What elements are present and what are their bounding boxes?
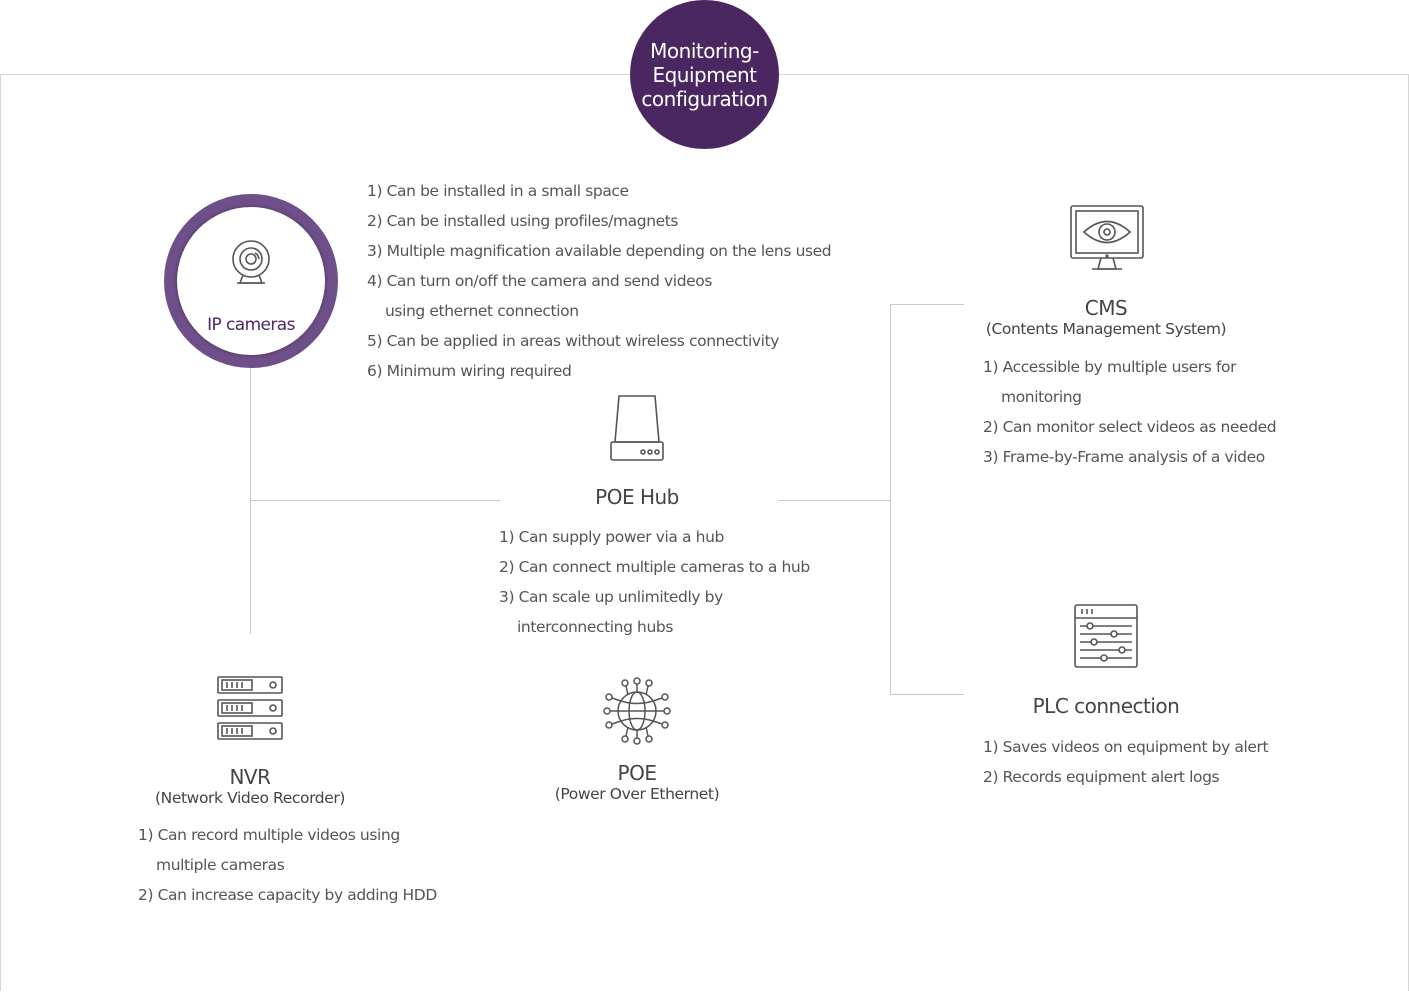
list-item: interconnecting hubs — [517, 618, 674, 636]
list-item: 3) Can scale up unlimitedly by — [499, 588, 723, 606]
list-item: 3) Multiple magnification available depe… — [367, 242, 832, 260]
control-panel-icon — [1074, 604, 1138, 668]
list-item: monitoring — [1001, 388, 1082, 406]
nvr-subtitle: (Network Video Recorder) — [155, 789, 345, 807]
list-item: 2) Can be installed using profiles/magne… — [367, 212, 679, 230]
list-item: 2) Can increase capacity by adding HDD — [138, 886, 437, 904]
list-item: 1) Saves videos on equipment by alert — [983, 738, 1269, 756]
network-globe-icon — [603, 677, 671, 745]
title-line-2: Equipment — [652, 62, 757, 87]
title-line-3: configuration — [641, 86, 768, 111]
webcam-icon — [232, 240, 270, 284]
ip-cameras-node: IP cameras — [164, 194, 338, 368]
hub-device-icon — [610, 395, 664, 461]
poe-hub-features: 1) Can supply power via a hub 2) Can con… — [499, 522, 810, 642]
connector-hub-right — [778, 500, 890, 501]
nvr-title: NVR — [229, 765, 271, 789]
poe-hub-title: POE Hub — [595, 485, 679, 509]
list-item: 1) Can be installed in a small space — [367, 182, 629, 200]
monitor-eye-icon — [1070, 205, 1144, 270]
connector-camera-vertical — [250, 368, 251, 634]
diagram-title: Monitoring- Equipment configuration — [630, 0, 779, 149]
list-item: 1) Can record multiple videos using — [138, 826, 400, 844]
list-item: 5) Can be applied in areas without wirel… — [367, 332, 780, 350]
connector-right-vertical — [890, 304, 891, 695]
ip-cameras-features: 1) Can be installed in a small space 2) … — [367, 176, 832, 386]
ip-cameras-label: IP cameras — [207, 315, 295, 335]
connector-camera-hub — [250, 500, 500, 501]
list-item: 2) Can connect multiple cameras to a hub — [499, 558, 810, 576]
list-item: 3) Frame-by-Frame analysis of a video — [983, 448, 1265, 466]
plc-title: PLC connection — [1032, 694, 1180, 718]
nvr-features: 1) Can record multiple videos using mult… — [138, 820, 437, 910]
list-item: 1) Accessible by multiple users for — [983, 358, 1237, 376]
poe-title: POE — [617, 761, 657, 785]
connector-cms — [890, 304, 964, 305]
cms-subtitle: (Contents Management System) — [985, 320, 1227, 338]
list-item: using ethernet connection — [385, 302, 579, 320]
title-line-1: Monitoring- — [650, 38, 759, 63]
cms-features: 1) Accessible by multiple users for moni… — [983, 352, 1277, 472]
list-item: 4) Can turn on/off the camera and send v… — [367, 272, 713, 290]
list-item: 1) Can supply power via a hub — [499, 528, 724, 546]
plc-features: 1) Saves videos on equipment by alert 2)… — [983, 732, 1269, 792]
list-item: multiple cameras — [156, 856, 285, 874]
list-item: 2) Can monitor select videos as needed — [983, 418, 1277, 436]
list-item: 2) Records equipment alert logs — [983, 768, 1220, 786]
server-rack-icon — [217, 676, 283, 740]
connector-plc — [890, 694, 964, 695]
poe-subtitle: (Power Over Ethernet) — [554, 785, 720, 803]
ip-cameras-inner: IP cameras — [177, 207, 325, 355]
list-item: 6) Minimum wiring required — [367, 362, 572, 380]
cms-title: CMS — [1084, 296, 1128, 320]
